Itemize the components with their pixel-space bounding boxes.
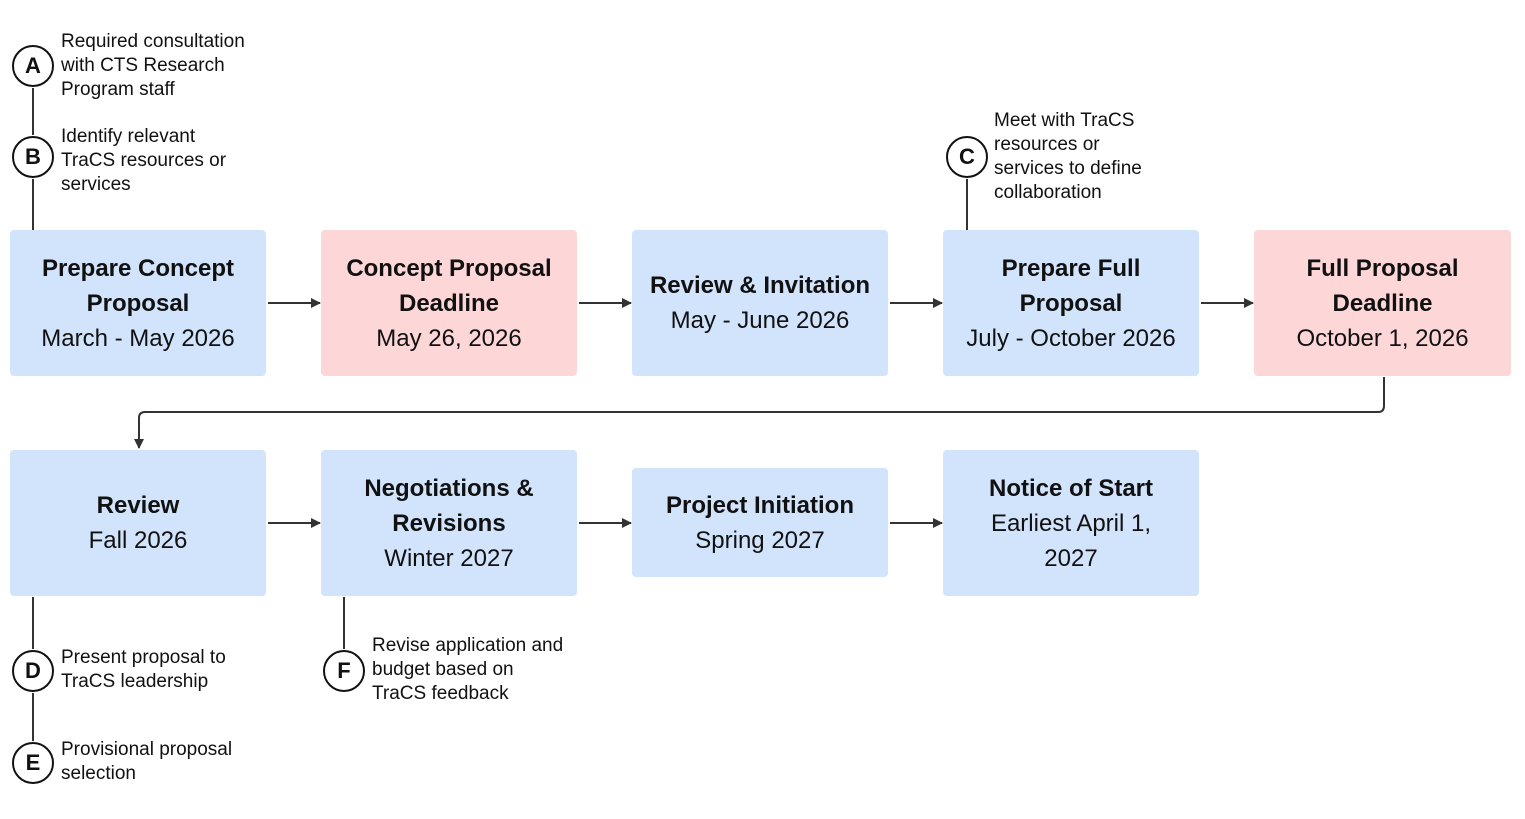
step-title: Prepare Full Proposal bbox=[1001, 254, 1141, 317]
step-title: Negotiations & Revisions bbox=[364, 474, 534, 537]
step-date: March - May 2026 bbox=[41, 324, 235, 352]
step-review-invitation: Review & Invitation May - June 2026 bbox=[632, 230, 888, 376]
milestone-f-note: Revise application and budget based on T… bbox=[372, 635, 564, 704]
step-notice-of-start: Notice of Start Earliest April 1, 2027 bbox=[943, 450, 1199, 596]
step-negotiations-revisions: Negotiations & Revisions Winter 2027 bbox=[321, 450, 577, 596]
step-title: Prepare Concept Proposal bbox=[41, 254, 235, 317]
step-date: Earliest April 1, 2027 bbox=[990, 509, 1152, 572]
milestone-a-marker: A bbox=[12, 45, 54, 87]
step-review: Review Fall 2026 bbox=[10, 450, 266, 596]
step-title: Review & Invitation bbox=[649, 272, 871, 299]
arrow-5-6 bbox=[134, 377, 1385, 449]
step-title: Full Proposal Deadline bbox=[1306, 254, 1459, 317]
milestone-b-note: Identify relevant TraCS resources or ser… bbox=[61, 126, 227, 195]
step-title: Project Initiation bbox=[665, 491, 854, 519]
step-date: Fall 2026 bbox=[88, 527, 188, 554]
milestone-e-marker: E bbox=[12, 742, 54, 784]
step-title: Notice of Start bbox=[988, 474, 1153, 502]
milestone-d-marker: D bbox=[12, 650, 54, 692]
milestone-c-note: Meet with TraCS resources or services to… bbox=[994, 110, 1142, 203]
milestone-c-marker: C bbox=[946, 136, 988, 178]
step-full-proposal-deadline: Full Proposal Deadline October 1, 2026 bbox=[1254, 230, 1511, 376]
step-date: July - October 2026 bbox=[966, 324, 1176, 352]
milestone-f-marker: F bbox=[323, 650, 365, 692]
step-date: Spring 2027 bbox=[695, 526, 825, 554]
step-prepare-full-proposal: Prepare Full Proposal July - October 202… bbox=[943, 230, 1199, 376]
step-prepare-concept-proposal: Prepare Concept Proposal March - May 202… bbox=[10, 230, 266, 376]
step-title: Concept Proposal Deadline bbox=[346, 254, 552, 317]
step-concept-proposal-deadline: Concept Proposal Deadline May 26, 2026 bbox=[321, 230, 577, 376]
step-date: Winter 2027 bbox=[384, 544, 514, 572]
step-date: May - June 2026 bbox=[670, 307, 850, 334]
step-date: May 26, 2026 bbox=[376, 324, 522, 352]
milestone-b-marker: B bbox=[12, 136, 54, 178]
step-project-initiation: Project Initiation Spring 2027 bbox=[632, 468, 888, 577]
milestone-d-note: Present proposal to TraCS leadership bbox=[61, 647, 226, 692]
step-date: October 1, 2026 bbox=[1296, 324, 1469, 352]
step-title: Review bbox=[96, 492, 180, 519]
milestone-a-note: Required consultation with CTS Research … bbox=[61, 31, 245, 100]
milestone-e-note: Provisional proposal selection bbox=[61, 739, 233, 784]
